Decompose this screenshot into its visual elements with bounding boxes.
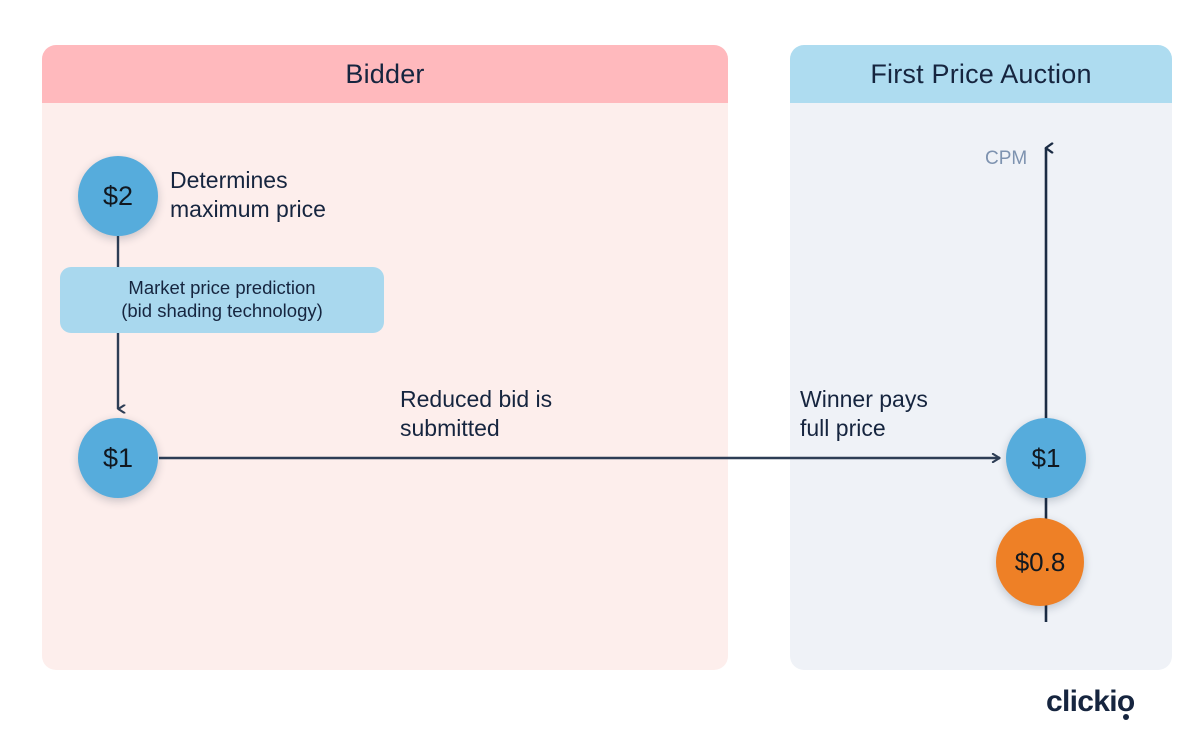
panel-bidder: Bidder <box>42 45 728 670</box>
panel-auction-header: First Price Auction <box>790 45 1172 103</box>
node-max-price-value: $2 <box>102 180 134 211</box>
clickio-logo: clickio <box>1046 685 1135 720</box>
panel-bidder-header: Bidder <box>42 45 728 103</box>
panel-bidder-title: Bidder <box>345 58 425 89</box>
node-clearing-price-value: $0.8 <box>1014 546 1066 577</box>
label-reduced-bid-submitted: Reduced bid is submitted <box>400 386 553 442</box>
clickio-logo-dot-icon <box>1123 714 1130 720</box>
label-cpm-axis: CPM <box>985 148 1028 169</box>
chip-bid-shading-line2: (bid shading technology) <box>121 300 323 321</box>
node-winning-bid: $1 <box>1006 418 1086 498</box>
chip-bid-shading: Market price prediction (bid shading tec… <box>60 267 384 333</box>
node-reduced-bid-value: $1 <box>102 442 134 473</box>
panel-auction-body <box>790 103 1172 670</box>
label-winner-pays-full-price: Winner pays full price <box>800 386 928 442</box>
node-max-price: $2 <box>78 156 158 236</box>
clickio-logo-text: clickio <box>1046 685 1135 718</box>
panel-auction: First Price Auction <box>790 45 1172 670</box>
label-determines-maximum-price: Determines maximum price <box>170 167 326 223</box>
node-reduced-bid: $1 <box>78 418 158 498</box>
node-winning-bid-value: $1 <box>1031 442 1061 473</box>
chip-bid-shading-line1: Market price prediction <box>128 277 316 299</box>
panel-auction-title: First Price Auction <box>870 58 1092 89</box>
node-clearing-price: $0.8 <box>996 518 1084 606</box>
